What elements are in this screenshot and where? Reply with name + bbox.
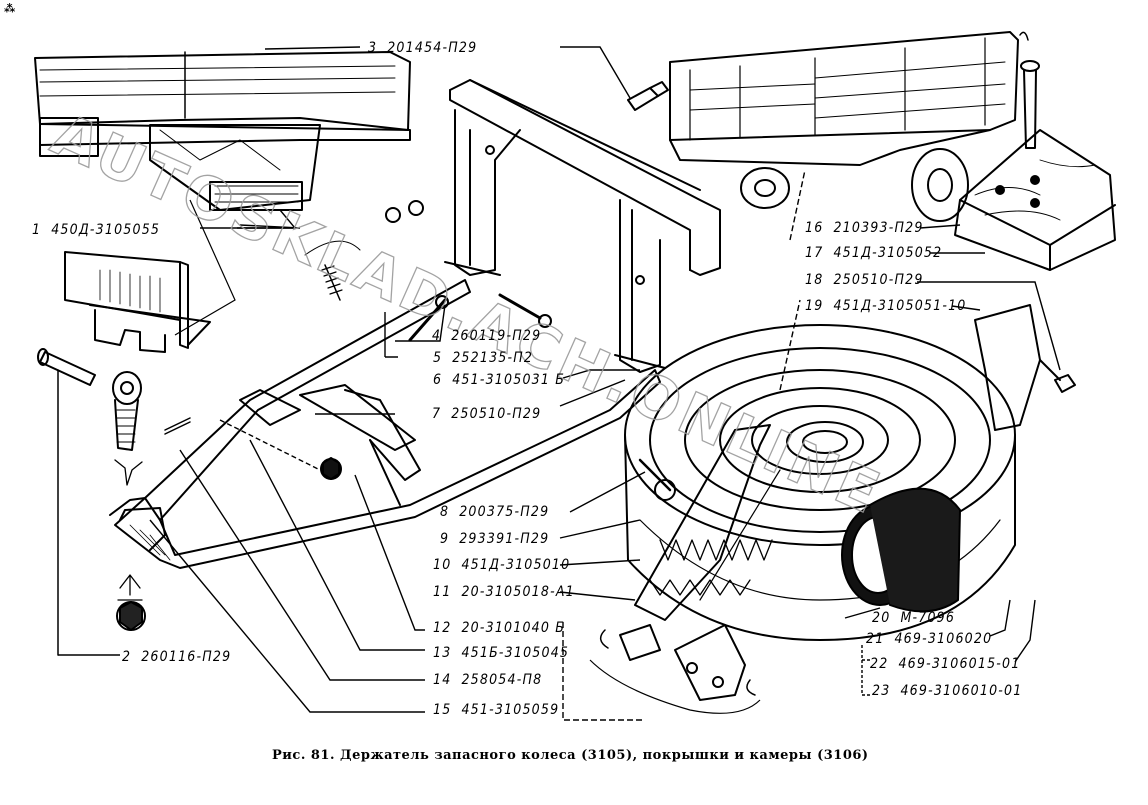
figure-caption: Рис. 81. Держатель запасного колеса (310…	[272, 748, 869, 763]
part-2-pin	[37, 348, 96, 656]
part-12-nut	[116, 601, 146, 631]
part-1-bracket-plate	[64, 251, 211, 353]
part-9-nut	[320, 457, 342, 480]
assembly-arrow	[117, 574, 143, 601]
part-15-eye-bolt	[112, 371, 142, 451]
corner-mark: ⁂	[4, 2, 16, 15]
crossbeam-assembly	[444, 79, 721, 373]
part-3-bolt	[627, 81, 669, 111]
spare-wheel-illustration	[624, 304, 1076, 641]
assembly-arrow	[114, 459, 143, 486]
leader-lines	[58, 46, 1061, 721]
vehicle-rear-illustration	[34, 51, 411, 211]
part-5-spring	[304, 240, 361, 301]
part-14-cotter-pin	[164, 417, 191, 435]
truck-illustration	[669, 31, 1029, 222]
part-21-pin	[599, 624, 661, 661]
part-4-pin	[408, 293, 552, 342]
part-16-bolt-and-block	[954, 60, 1116, 271]
part-washer	[408, 200, 424, 216]
part-10-frame	[109, 279, 661, 569]
part-washer	[385, 207, 401, 223]
part-22-shackle	[674, 624, 756, 701]
